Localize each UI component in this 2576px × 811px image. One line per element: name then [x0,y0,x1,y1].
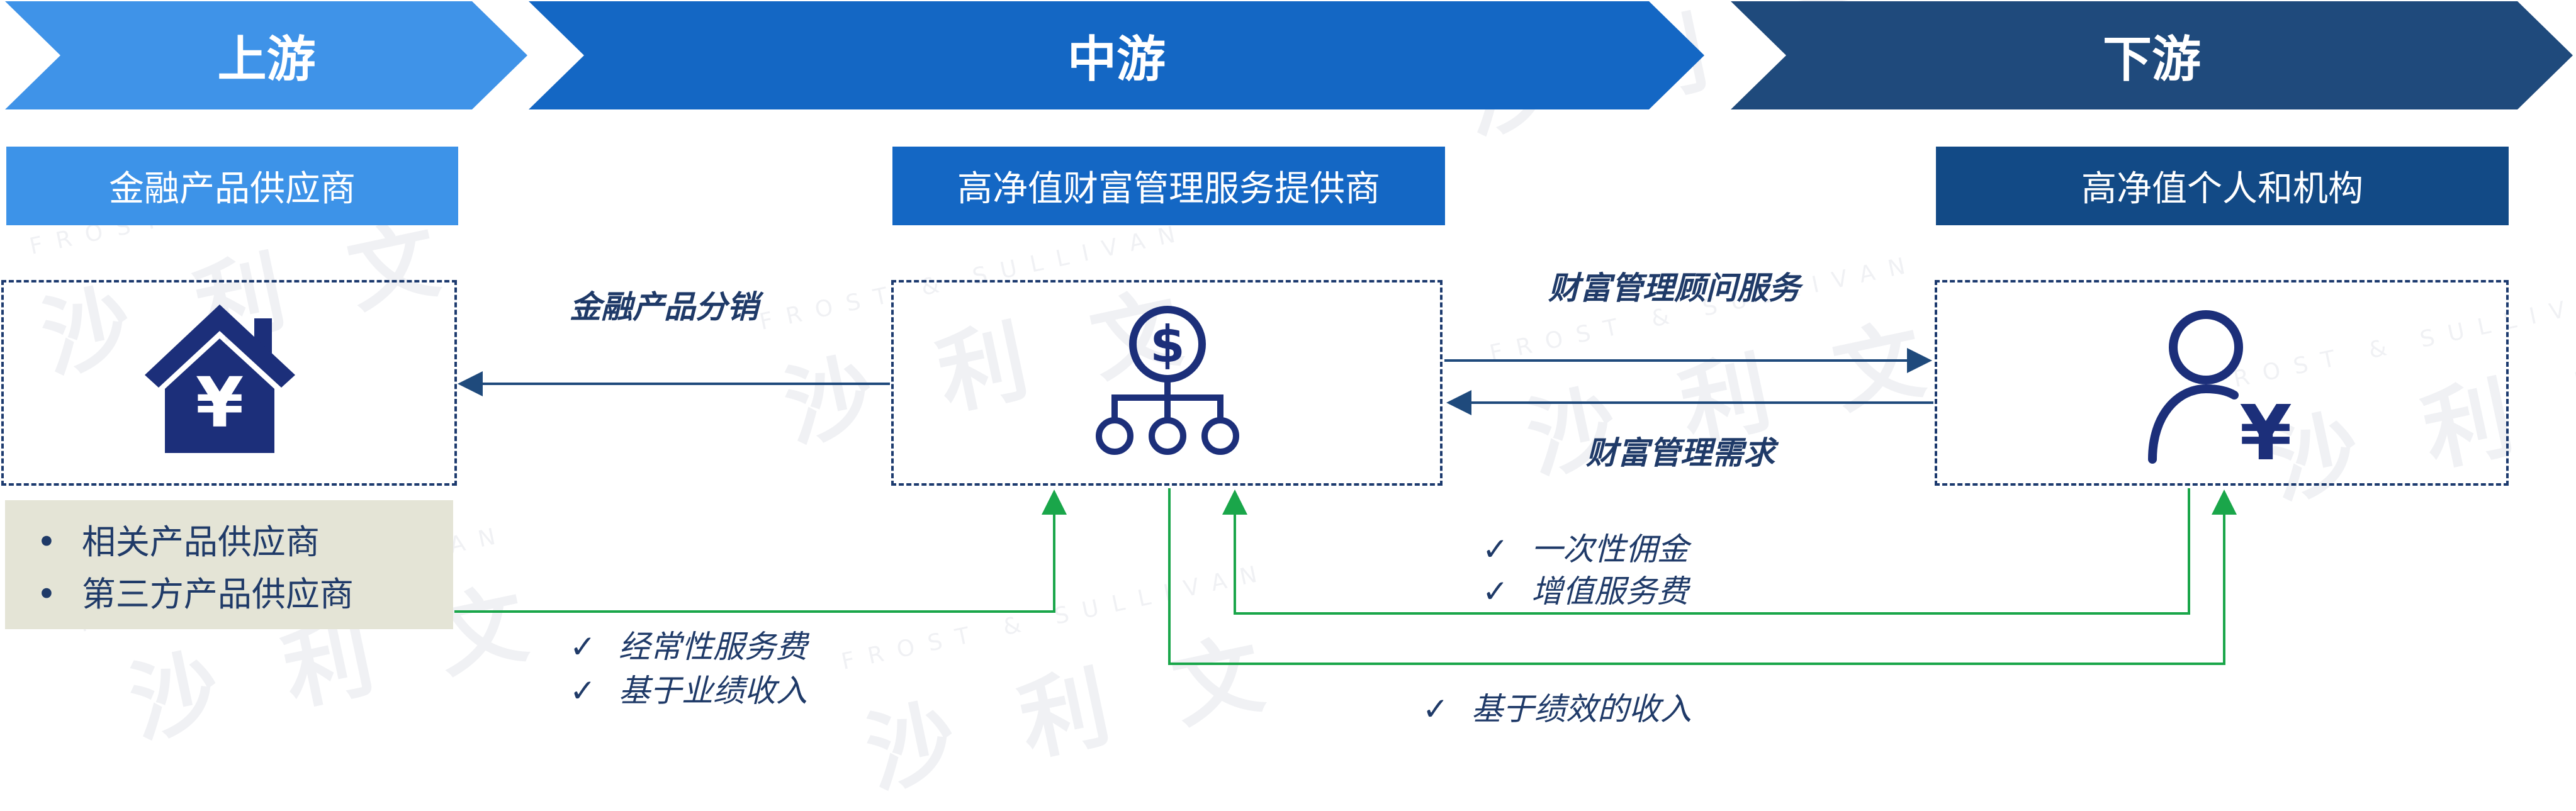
arrow-performance [1168,488,2237,665]
stage-midstream-label: 中游 [1067,30,1166,88]
chevron-downstream [1731,1,2573,109]
flow-advisory-label: 财富管理顾问服务 [1548,269,1800,306]
svg-text:¥: ¥ [2239,390,2292,466]
header-midstream: 高净值财富管理服务提供商 [892,147,1445,225]
list-item: •相关产品供应商 [37,522,320,562]
arrow-commission [1222,488,2190,615]
check-icon: ✓ [1482,573,1509,610]
arrow-recurring [454,489,1067,613]
header-downstream: 高净值个人和机构 [1936,147,2509,225]
recurring-item: ✓经常性服务费 [570,629,807,665]
upstream-box [1,280,457,486]
recurring-item: ✓基于业绩收入 [570,673,807,709]
flow-demand-label: 财富管理需求 [1586,434,1775,471]
dollar-org-chart-icon: $ [1096,306,1239,455]
commission-item: ✓一次性佣金 [1482,531,1689,568]
stage-upstream-label: 上游 [217,30,316,88]
svg-text:$: $ [1150,315,1185,374]
flow-arrows [454,348,2237,665]
chevron-midstream [529,1,1704,109]
downstream-box [1935,280,2509,486]
house-yen-icon: ¥ [145,305,295,453]
flow-distribution-label: 金融产品分销 [570,288,758,325]
commission-item: ✓增值服务费 [1482,573,1689,610]
midstream-box [891,280,1443,486]
check-icon: ✓ [1482,531,1509,568]
header-upstream: 金融产品供应商 [6,147,458,225]
person-yen-icon: ¥ [2148,310,2292,466]
upstream-supplier-list: •相关产品供应商 •第三方产品供应商 [5,500,453,629]
check-icon: ✓ [1422,691,1449,727]
svg-text:¥: ¥ [196,362,244,443]
stage-chevrons [5,1,2573,109]
stage-downstream-label: 下游 [2102,30,2201,88]
chevron-upstream [5,1,527,109]
check-icon: ✓ [570,629,596,665]
list-item: •第三方产品供应商 [37,574,354,614]
performance-item: ✓基于绩效的收入 [1422,691,1692,727]
check-icon: ✓ [570,673,596,709]
